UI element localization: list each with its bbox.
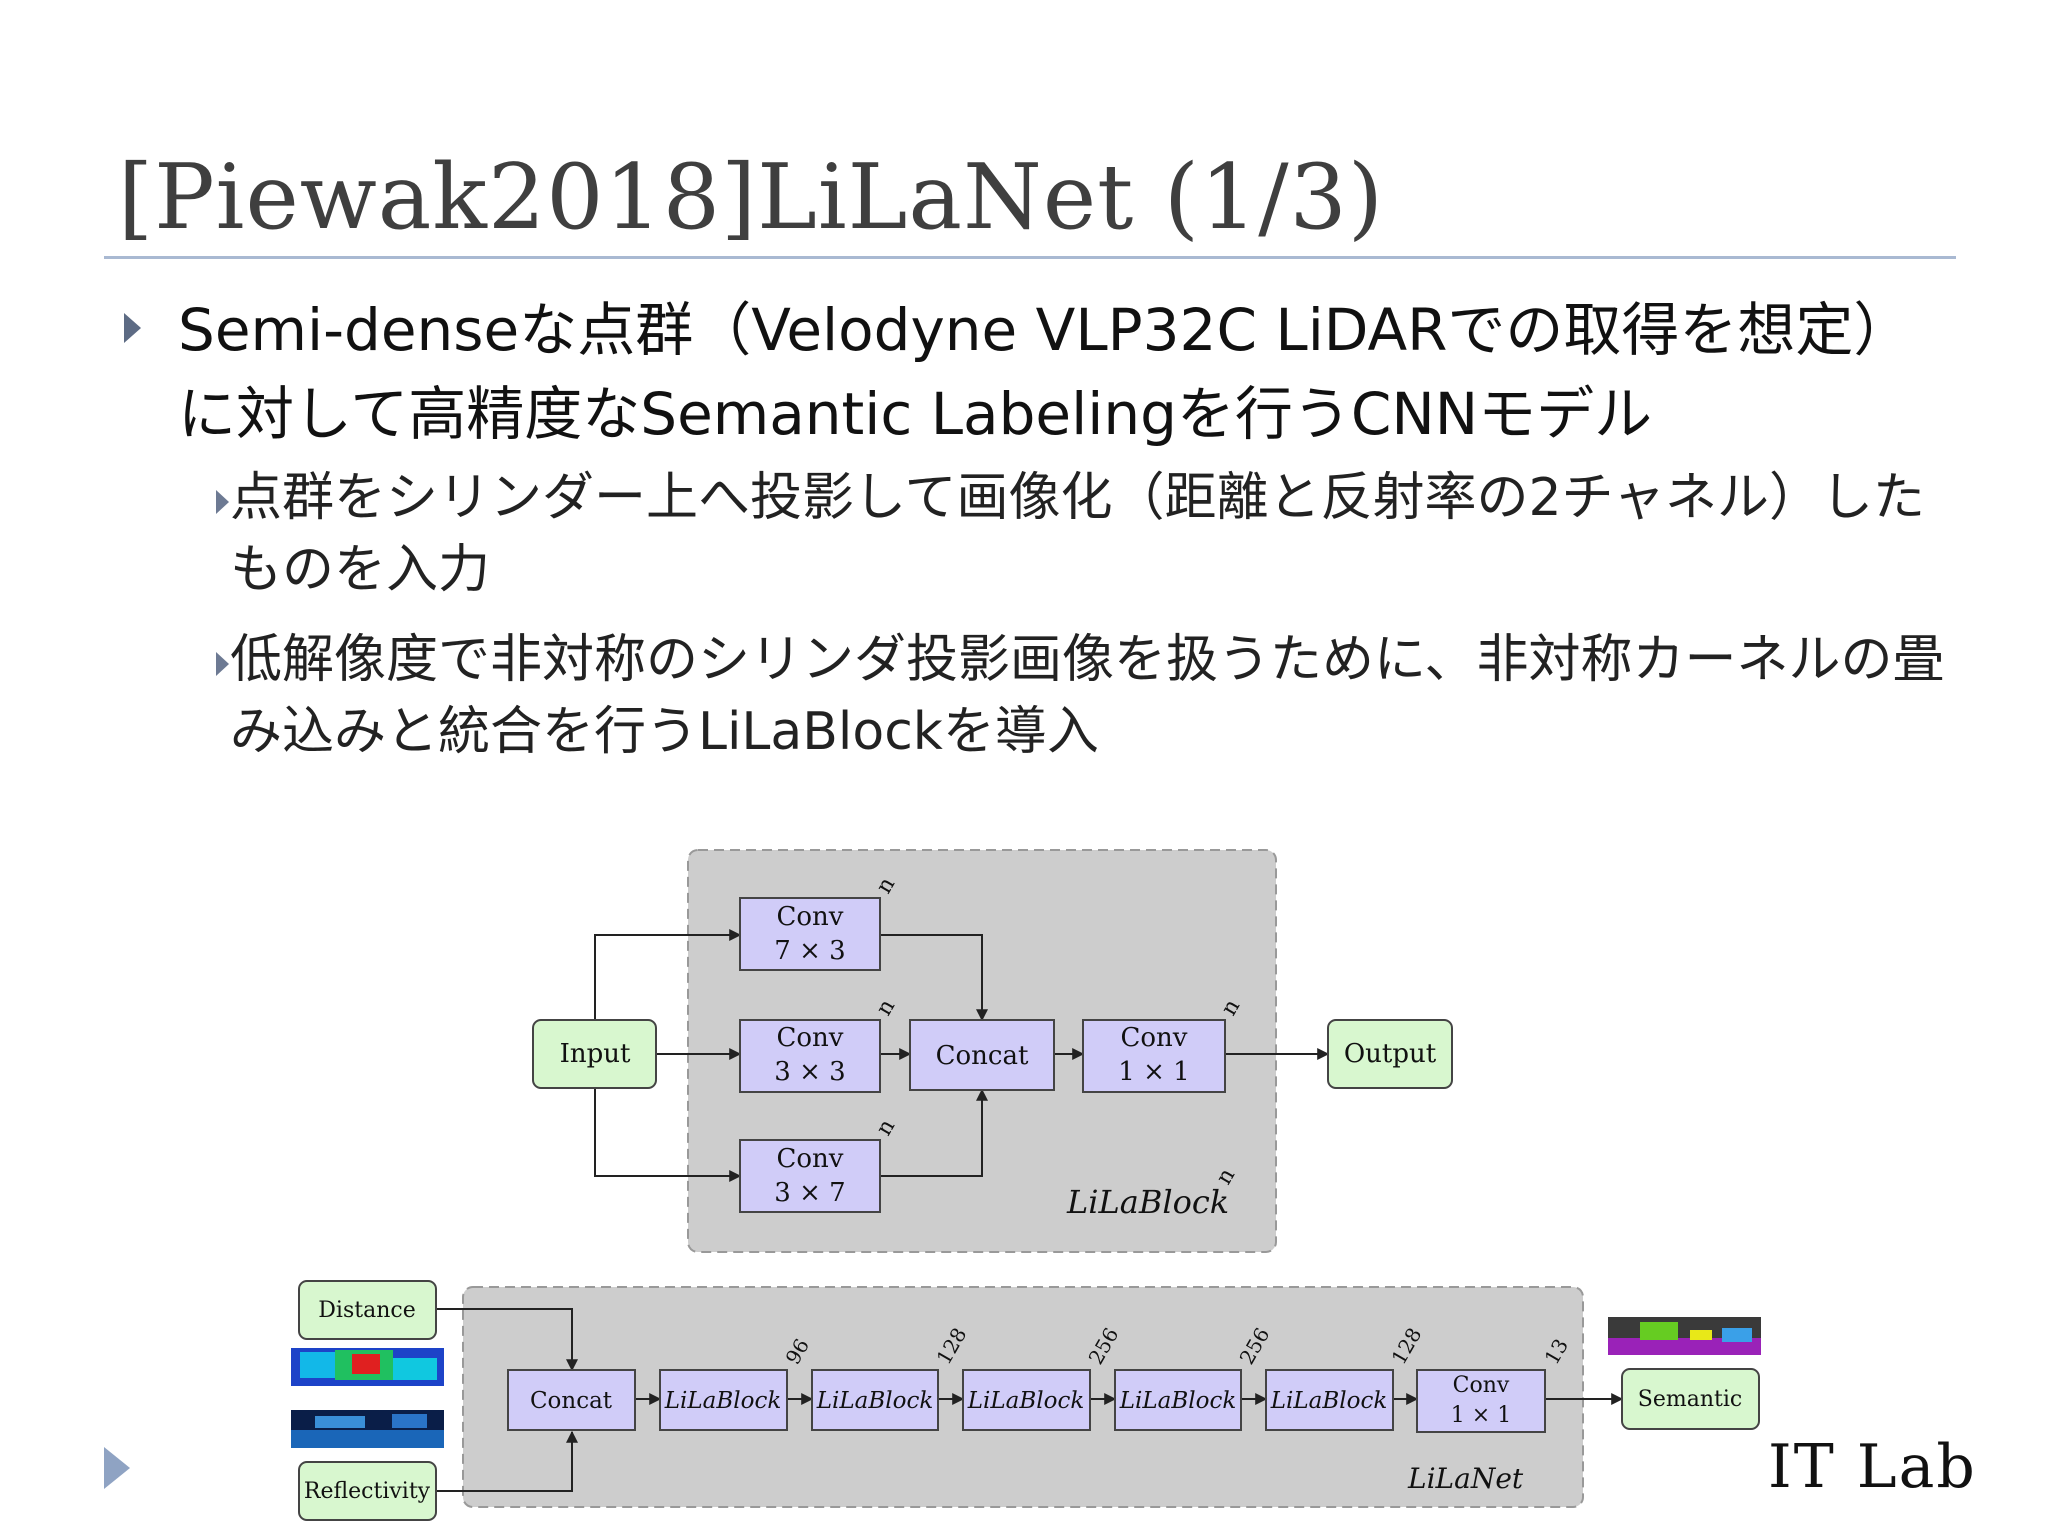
sub-bullet-text-1: 点群をシリンダー上へ投影して画像化（距離と反射率の2チャネル）したものを入力 — [230, 468, 1926, 600]
reflectivity-node — [298, 1461, 437, 1521]
semantic-image — [1608, 1317, 1761, 1355]
lilablock-node-3 — [962, 1369, 1091, 1431]
concat-label: Concat — [936, 1041, 1029, 1071]
conv-7x3-kernel: 7 × 3 — [774, 936, 845, 966]
lilablock-label-5: LiLaBlock — [1270, 1388, 1388, 1414]
conv-1x1-label: Conv — [1121, 1023, 1188, 1053]
lilablock-label-3: LiLaBlock — [967, 1388, 1085, 1414]
input-node — [532, 1019, 657, 1089]
lilablock-label-4: LiLaBlock — [1119, 1388, 1237, 1414]
conv-3x7-node — [739, 1139, 881, 1213]
sub-bullet-text-2: 低解像度で非対称のシリンダ投影画像を扱うために、非対称カーネルの畳み込みと統合を… — [230, 630, 1945, 762]
conv-3x3-kernel: 3 × 3 — [774, 1057, 845, 1087]
lilanet-concat-label: Concat — [530, 1388, 613, 1414]
conv-3x7-kernel: 3 × 7 — [774, 1178, 845, 1208]
lilablock-node-1 — [659, 1369, 788, 1431]
conv-7x3-node — [739, 897, 881, 971]
conv-7x3-label: Conv — [777, 902, 844, 932]
conv-1x1-node — [1082, 1019, 1226, 1093]
lilablock-node-4 — [1114, 1369, 1242, 1431]
output-node — [1327, 1019, 1453, 1089]
lilanet-concat-node — [507, 1369, 636, 1431]
next-slide-arrow-icon[interactable] — [104, 1447, 130, 1489]
concat-node — [909, 1019, 1055, 1091]
semantic-node — [1621, 1368, 1760, 1430]
bullet-text-main: Semi-denseな点群（Velodyne VLP32C LiDARでの取得を… — [178, 296, 1912, 448]
sub-bullet-triangle-icon — [216, 490, 229, 514]
sub-bullet-triangle-icon — [216, 652, 229, 676]
distance-image — [291, 1348, 444, 1386]
lilablock-caption: LiLaBlock — [1066, 1183, 1229, 1221]
lilablock-node-5 — [1265, 1369, 1394, 1431]
lilanet-caption: LiLaNet — [1407, 1462, 1524, 1495]
lilanet-conv-kernel: 1 × 1 — [1451, 1403, 1511, 1428]
it-lab-logo: IT Lab — [1768, 1432, 1977, 1502]
lilablock-label-2: LiLaBlock — [816, 1388, 934, 1414]
output-label: Output — [1344, 1039, 1437, 1069]
lilanet-conv-label: Conv — [1453, 1373, 1510, 1398]
conv-3x7-label: Conv — [777, 1144, 844, 1174]
reflectivity-label: Reflectivity — [304, 1479, 431, 1504]
distance-node — [298, 1280, 437, 1340]
semantic-label: Semantic — [1638, 1387, 1742, 1412]
lilablock-label-1: LiLaBlock — [664, 1388, 782, 1414]
conv-1x1-kernel: 1 × 1 — [1118, 1057, 1189, 1087]
conv-3x3-node — [739, 1019, 881, 1093]
bullet-triangle-icon — [124, 313, 141, 343]
slide-title: [Piewak2018]LiLaNet (1/3) — [118, 145, 1384, 250]
conv-3x3-label: Conv — [777, 1023, 844, 1053]
lilanet-conv-node — [1416, 1369, 1546, 1433]
input-label: Input — [560, 1039, 631, 1069]
title-divider — [104, 256, 1956, 259]
distance-label: Distance — [318, 1298, 415, 1323]
lilablock-node-2 — [811, 1369, 939, 1431]
reflectivity-image — [291, 1410, 444, 1448]
